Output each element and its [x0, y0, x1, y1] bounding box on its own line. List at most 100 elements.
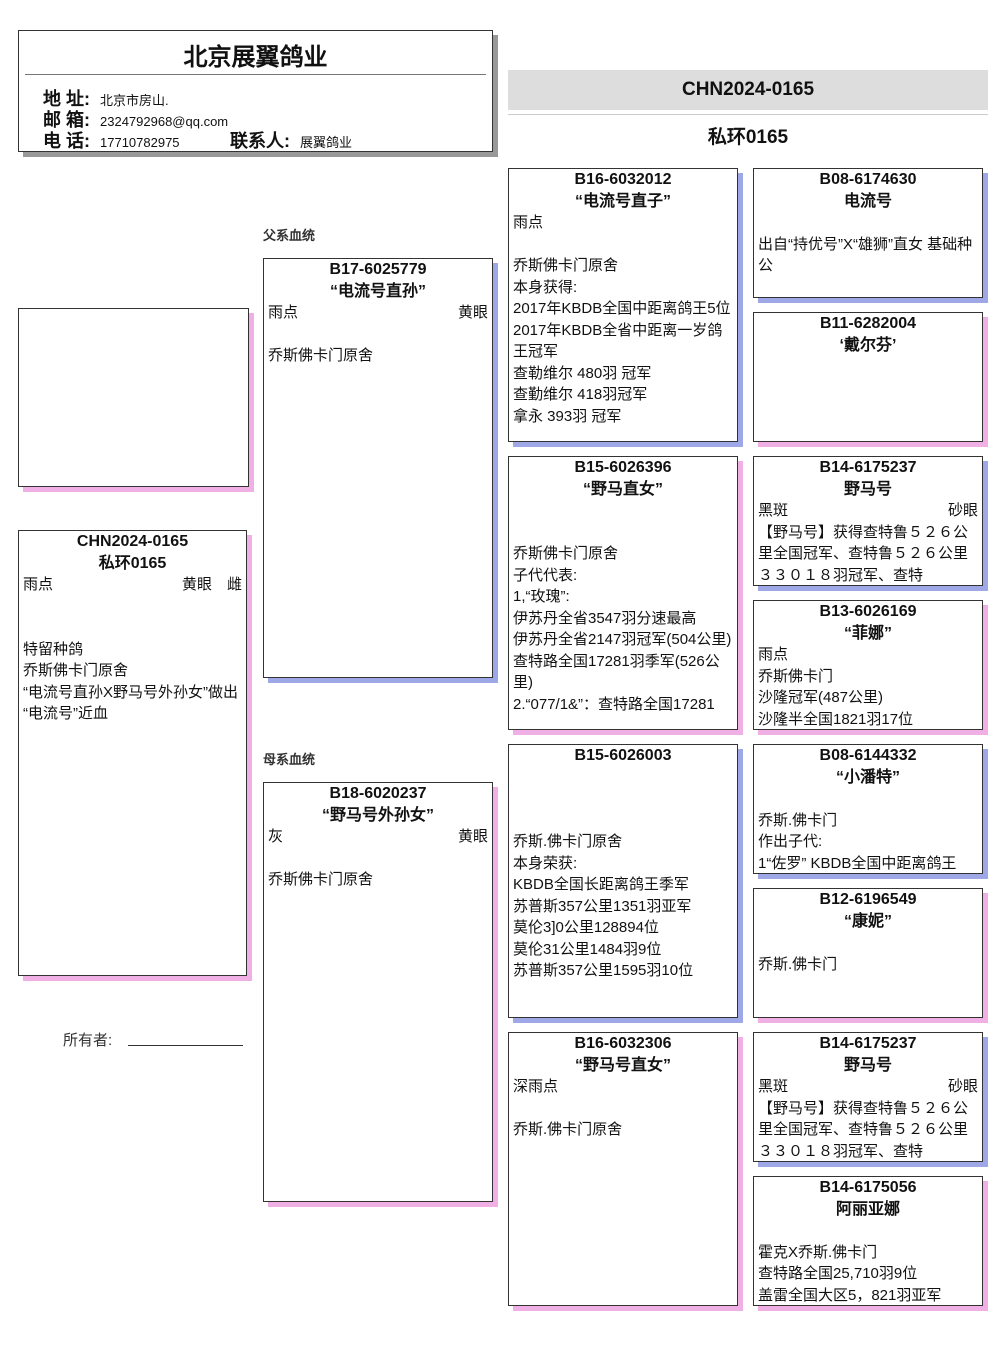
description-line: 乔斯佛卡门: [758, 667, 834, 685]
feather-color: 深雨点: [513, 1078, 559, 1095]
address-value: 北京市房山.: [100, 93, 169, 108]
pigeon-name: 私环0165: [98, 554, 167, 572]
pigeon-name: “电流号直子”: [574, 192, 671, 210]
ring-number: B12-6196549: [819, 891, 917, 908]
pigeon-card-dss[interactable]: B08-6144332“小潘特”乔斯.佛卡门作出子代:1“佐罗” KBDB全国中…: [753, 744, 983, 874]
ring-number: B16-6032012: [574, 171, 672, 188]
owner-signature-line: [128, 1045, 243, 1046]
phone-row: 电 话: 17710782975 联系人: 展翼鸽业: [43, 127, 352, 153]
description-line: 乔斯佛卡门原舍: [513, 545, 619, 562]
eye-sex: 黄眼 雌: [181, 576, 242, 593]
description-line: 莫伦3]0公里128894位: [513, 919, 659, 936]
color-eye-row: 雨点: [758, 644, 978, 666]
ring-number: B17-6025779: [329, 261, 427, 278]
ring-number: B08-6174630: [819, 171, 917, 188]
color-eye-row: 灰黄眼: [268, 826, 488, 848]
description-line: [513, 1098, 733, 1120]
pigeon-name: “菲娜”: [843, 624, 892, 642]
eye-sex: 砂眼: [947, 1078, 978, 1095]
color-eye-row: [758, 788, 978, 810]
color-eye-row: [758, 1220, 978, 1242]
pigeon-card-ss[interactable]: B16-6032012“电流号直子”雨点乔斯佛卡门原舍本身获得:2017年KBD…: [508, 168, 738, 442]
ring-number: B18-6020237: [329, 785, 427, 802]
description-line: 【野马号】获得查特鲁５２６公里全国冠军、查特鲁５２６公里３３０１８羽冠军、查特: [758, 1099, 969, 1160]
pigeon-name: “野马直女”: [582, 480, 663, 498]
description-line: 2.“077/1&”：查特路全国17281: [513, 695, 715, 713]
pigeon-name: “野马号外孙女”: [321, 806, 434, 824]
ring-number: B15-6026396: [574, 459, 672, 476]
pigeon-card-dsd[interactable]: B12-6196549 “康妮” 乔斯.佛卡门: [753, 888, 983, 1018]
pigeon-name: ‘戴尔芬’: [839, 336, 897, 354]
pigeon-name: 野马号: [843, 480, 892, 498]
pigeon-card-ssd[interactable]: B11-6282004‘戴尔芬’: [753, 312, 983, 442]
ring-name: 私环0165: [707, 127, 789, 148]
feather-color: 雨点: [23, 576, 54, 593]
feather-color: 雨点: [268, 304, 299, 321]
feather-color: 黑斑: [758, 502, 789, 519]
pigeon-name: “小潘特”: [835, 768, 900, 786]
description-line: 【野马号】获得查特鲁５２６公里全国冠军、查特鲁５２６公里３３０１８羽冠军、查特: [758, 523, 969, 584]
ring-banner: CHN2024-0165: [508, 70, 988, 110]
description-line: 沙隆半全国1821羽17位: [758, 710, 914, 728]
description-line: [513, 810, 733, 832]
description-line: 1“佐罗” KBDB全国中距离鸽王: [758, 854, 957, 872]
description-line: [23, 596, 242, 618]
ring-number: B14-6175237: [819, 1035, 917, 1052]
description-line: “电流号”近血: [23, 705, 108, 722]
pigeon-card-dds[interactable]: B14-6175237 野马号黑斑 砂眼【野马号】获得查特鲁５２６公里全国冠军、查特…: [753, 1032, 983, 1162]
phone-label: 电 话:: [43, 131, 90, 151]
ring-number: B15-6026003: [574, 747, 672, 764]
description-line: [23, 617, 242, 639]
email-row: 邮 箱: 2324792968@qq.com: [43, 106, 228, 132]
description-line: 1,“玫瑰”:: [513, 588, 570, 605]
address-label: 地 址:: [43, 89, 90, 109]
sire-section-label: 父系血统: [263, 228, 316, 243]
pigeon-card-dd[interactable]: B16-6032306“野马号直女”深雨点乔斯.佛卡门原舍: [508, 1032, 738, 1306]
description-line: [268, 848, 488, 870]
description-line: 查勒维尔 480羽 冠军: [513, 364, 652, 382]
color-eye-row: [758, 932, 978, 954]
description-line: 霍克X乔斯.佛卡门: [758, 1243, 878, 1261]
description-line: [268, 324, 488, 346]
color-eye-row: 深雨点: [513, 1076, 733, 1098]
color-eye-row: [513, 788, 733, 810]
color-eye-row: 雨点: [513, 212, 733, 234]
photo-placeholder: [18, 308, 249, 487]
pigeon-name: “康妮”: [843, 912, 892, 930]
color-eye-row: [513, 500, 733, 522]
description-line: 拿永 393羽 冠军: [513, 407, 622, 425]
address-row: 地 址: 北京市房山.: [43, 85, 169, 111]
description-line: 伊苏丹全省2147羽冠军(504公里): [513, 631, 732, 648]
ring-number: B14-6175056: [819, 1179, 917, 1196]
description-line: 莫伦31公里1484羽9位: [513, 940, 662, 958]
breeder-title: 北京展翼鸽业: [183, 44, 328, 71]
ring-number: B14-6175237: [819, 459, 917, 476]
description-line: 苏普斯357公里1351羽亚军: [513, 897, 692, 915]
description-line: 沙隆冠军(487公里): [758, 689, 884, 706]
dam-section-label: 母系血统: [263, 752, 316, 767]
ring-number: B16-6032306: [574, 1035, 672, 1052]
description-line: 本身获得:: [513, 278, 578, 296]
description-line: 乔斯.佛卡门原舍: [513, 1121, 623, 1138]
feather-color: 黑斑: [758, 1078, 789, 1095]
ring-number: B08-6144332: [819, 747, 917, 764]
description-line: 查特路全国25,710羽9位: [758, 1265, 918, 1282]
color-eye-row: 雨点 黄眼 雌: [23, 574, 242, 596]
description-line: 苏普斯357公里1595羽10位: [513, 962, 694, 979]
pigeon-card-sire[interactable]: B17-6025779“电流号直孙”雨点黄眼乔斯佛卡门原舍: [263, 258, 493, 678]
pigeon-card-dam[interactable]: B18-6020237“野马号外孙女”灰黄眼乔斯佛卡门原舍: [263, 782, 493, 1202]
color-eye-row: [758, 212, 978, 234]
description-line: 乔斯.佛卡门: [758, 955, 838, 973]
pigeon-name: 野马号: [843, 1056, 892, 1074]
color-eye-row: 黑斑 砂眼: [758, 1076, 978, 1098]
banner-divider: [508, 114, 988, 115]
breeder-header: 北京展翼鸽业 地 址: 北京市房山. 邮 箱: 2324792968@qq.co…: [18, 30, 493, 152]
pigeon-card-sd[interactable]: B15-6026396“野马直女”乔斯佛卡门原舍子代代表:1,“玫瑰”:伊苏丹全…: [508, 456, 738, 730]
pigeon-card-sdd[interactable]: B13-6026169“菲娜”雨点乔斯佛卡门沙隆冠军(487公里)沙隆半全国18…: [753, 600, 983, 730]
